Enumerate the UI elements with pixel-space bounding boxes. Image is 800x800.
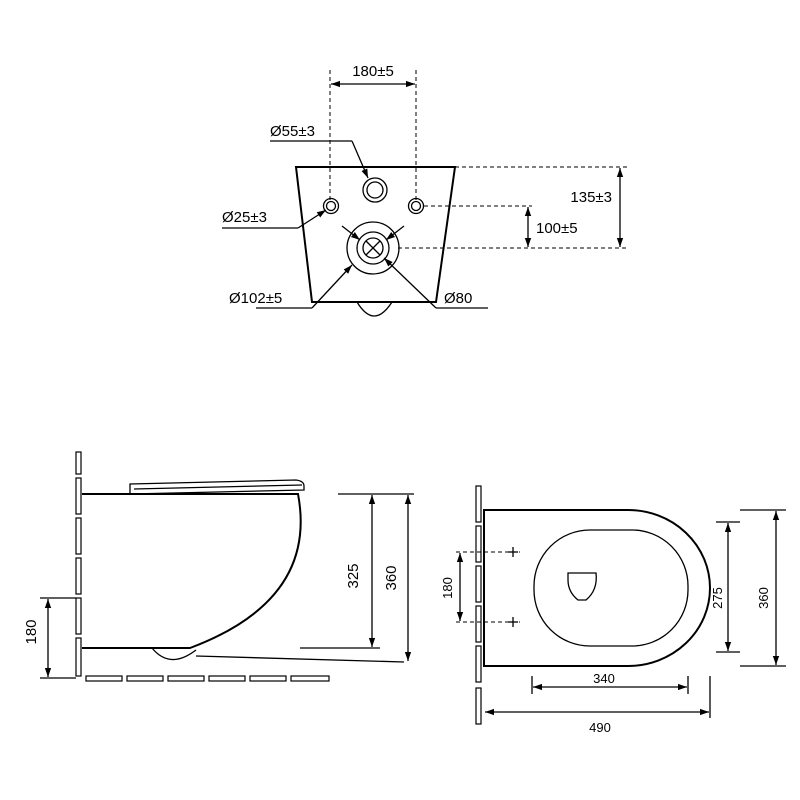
dim-label-spacing: 180±5 — [352, 63, 394, 80]
plan-wall — [475, 485, 482, 725]
back-view: 180±5 Ø55±3 Ø25±3 135±3 100±5 Ø102±5 Ø80 — [222, 63, 628, 317]
side-outlet-spigot — [151, 647, 197, 661]
plan-dim-label-360: 360 — [756, 587, 771, 609]
plan-dim-label-180: 180 — [440, 577, 455, 599]
side-dim-label-325: 325 — [345, 563, 362, 588]
bolt-hole-left-inner — [325, 200, 337, 212]
side-floor — [85, 675, 330, 682]
side-seat-lid — [129, 479, 305, 495]
flush-inlet-hole-inner — [366, 181, 384, 199]
back-view-outlet-bulge — [356, 301, 393, 317]
outlet-mid-circle — [356, 231, 390, 265]
dim-label-135: 135±3 — [570, 189, 612, 206]
plan-dim-label-275: 275 — [710, 587, 725, 609]
plan-dim-label-490: 490 — [589, 720, 611, 735]
plan-bowl-inner — [533, 529, 689, 647]
plan-view: 180 275 360 340 490 — [440, 485, 786, 735]
outlet-inner-circle — [362, 237, 384, 259]
flush-inlet-hole-outer — [362, 177, 388, 203]
bolt-hole-right-outer — [407, 197, 425, 215]
side-view: 180 325 360 — [23, 451, 414, 682]
side-dim-label-360: 360 — [383, 565, 400, 590]
dim-label-bolt-diameter: Ø25±3 — [222, 209, 267, 226]
plan-bowl-outer — [483, 509, 711, 667]
bolt-hole-right-inner — [410, 200, 422, 212]
dim-label-outlet-outer-diameter: Ø102±5 — [229, 290, 282, 307]
side-dim-label-180: 180 — [23, 619, 40, 644]
dim-label-inlet-diameter: Ø55±3 — [270, 123, 315, 140]
side-bowl-body — [82, 493, 302, 649]
bolt-hole-left-outer — [322, 197, 340, 215]
side-wall — [75, 451, 82, 677]
dim-label-100: 100±5 — [536, 220, 578, 237]
plan-flush-opening — [567, 572, 597, 601]
back-view-outline — [294, 166, 457, 303]
dim-label-outlet-inner-diameter: Ø80 — [444, 290, 472, 307]
plan-dim-label-340: 340 — [593, 671, 615, 686]
